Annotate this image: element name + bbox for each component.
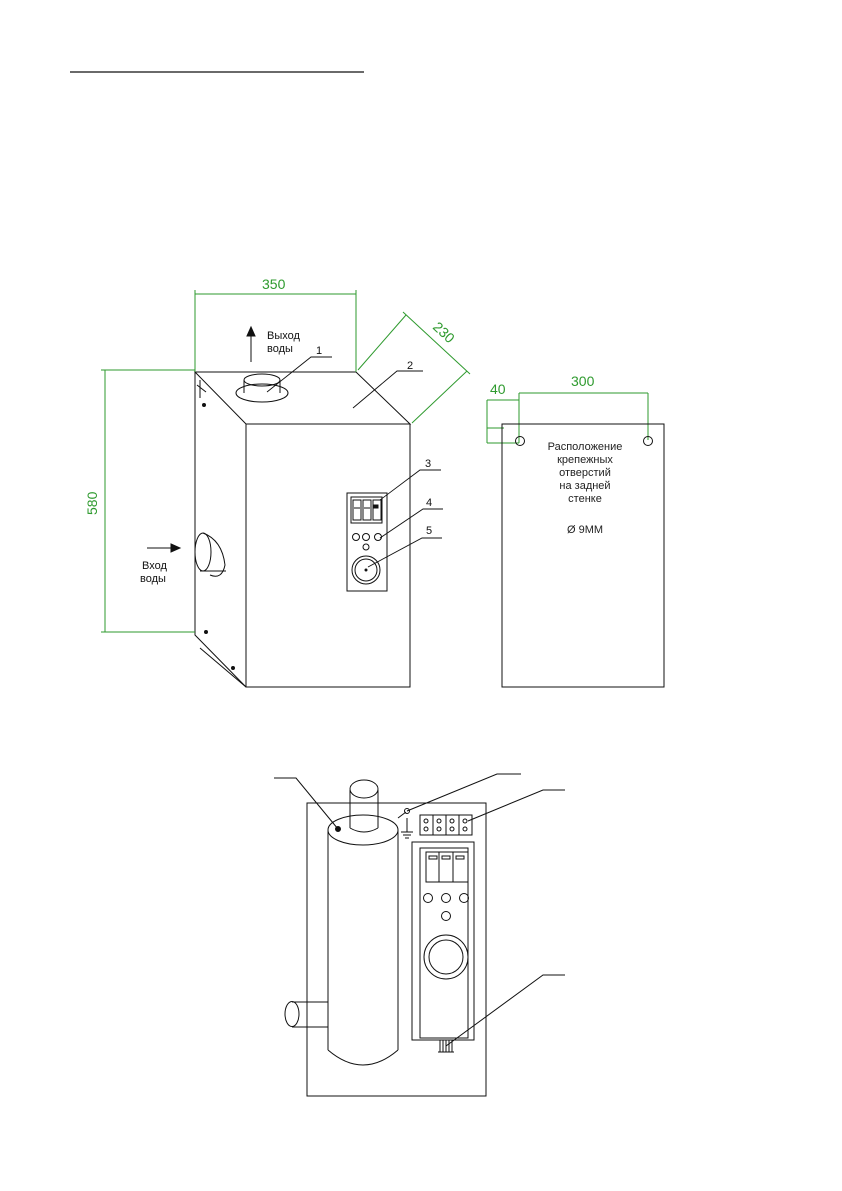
flow-arrows — [147, 325, 256, 553]
boiler-top-face — [193, 371, 412, 425]
back-note-line-1: Расположение — [548, 441, 623, 453]
back-panel — [501, 423, 665, 688]
back-panel-outline — [501, 423, 665, 688]
dim-depth: 230 — [430, 318, 458, 346]
dim-width: 350 — [262, 276, 286, 292]
mount-hole-right — [643, 436, 653, 446]
terminal-block — [419, 814, 473, 836]
internal-leader-thermostat — [406, 773, 521, 812]
back-hole-diameter: Ø 9MM — [567, 524, 603, 536]
callout-4: 4 — [426, 497, 432, 509]
water-outlet-pipe — [235, 373, 289, 403]
heater-tank — [284, 779, 413, 1066]
internal-leader-connector — [445, 974, 565, 1047]
back-note-line-3: отверстий — [559, 467, 611, 479]
dim-height: 580 — [84, 491, 100, 515]
dim-offset: 40 — [490, 381, 506, 397]
control-board — [411, 841, 475, 1053]
callout-leaders — [266, 356, 443, 568]
water-inlet-label-line2: воды — [140, 573, 166, 585]
water-outlet-label-line2: воды — [267, 343, 293, 355]
water-outlet-label-line1: Выход — [267, 330, 300, 342]
callout-2: 2 — [407, 360, 413, 372]
water-inlet-label-line1: Вход — [142, 560, 167, 572]
back-note-line-4: на задней — [559, 480, 610, 492]
mount-hole-left — [515, 436, 525, 446]
boiler-iso-view — [193, 371, 412, 688]
water-inlet-pipe — [194, 532, 226, 577]
boiler-front-face — [245, 423, 411, 688]
callout-3: 3 — [425, 458, 431, 470]
back-note-line-2: крепежных — [557, 454, 613, 466]
internal-view — [274, 773, 565, 1097]
dimension-lines — [101, 290, 649, 633]
callout-1: 1 — [316, 345, 322, 357]
internal-housing — [306, 802, 487, 1097]
boiler-side-face — [194, 372, 247, 688]
iso-control-panel — [346, 492, 388, 592]
internal-leader-tank — [274, 777, 339, 830]
dim-spacing: 300 — [571, 373, 595, 389]
back-note-line-5: стенке — [568, 493, 602, 505]
internal-leader-terminal — [467, 789, 565, 822]
callout-5: 5 — [426, 525, 432, 537]
